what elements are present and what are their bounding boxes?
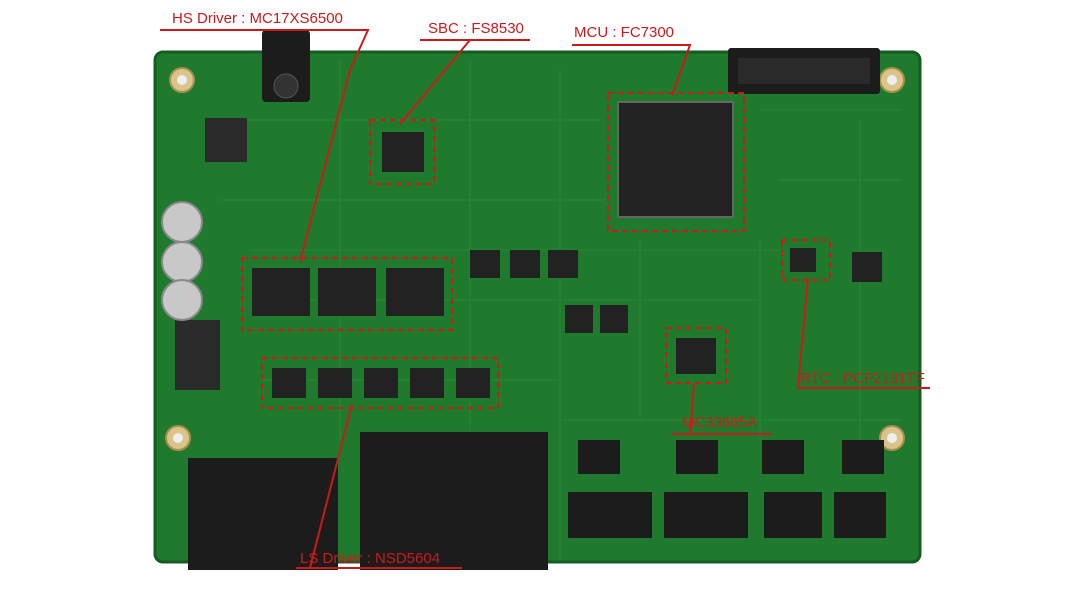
- rtc-chip: [790, 248, 816, 272]
- bottom-small-connectors: [568, 492, 886, 538]
- misc-ics: [470, 250, 628, 333]
- mcu-label: MCU : FC7300: [574, 24, 675, 41]
- sbc-chip: [382, 132, 424, 172]
- hs-driver-highlight: [241, 257, 453, 331]
- sbc-highlight: [369, 119, 435, 185]
- top-pin-header: [728, 48, 880, 94]
- highlight-boxes: [241, 92, 831, 409]
- rtc-leader: [796, 277, 930, 389]
- voltage-regulator-bottom: [175, 320, 220, 390]
- dc-power-jack: [262, 30, 310, 102]
- sbc-label: SBC : FS8530: [428, 20, 524, 37]
- hs-driver-chips: [252, 268, 444, 316]
- rtc-label: RTC : PCF2131TF: [800, 370, 925, 387]
- push-button: [852, 252, 882, 282]
- sbc-leader: [399, 39, 530, 125]
- ls-driver-leader: [296, 403, 462, 569]
- ls-driver-highlight: [261, 357, 499, 409]
- electrolytic-capacitors: [161, 201, 203, 321]
- callout-leaders: [160, 29, 930, 569]
- ls-driver-label: LS Driver : NSD5604: [300, 550, 441, 567]
- hs-driver-leader: [160, 29, 370, 263]
- pulse-transformers: [578, 440, 884, 474]
- mc33665a-label: MC33665A: [682, 414, 758, 431]
- mounting-holes: [165, 67, 905, 451]
- rtc-highlight: [781, 239, 831, 281]
- mcu-highlight: [607, 92, 745, 232]
- mcu-leader: [572, 44, 692, 97]
- bottom-wire-connectors: [188, 432, 548, 570]
- voltage-regulator-top: [205, 118, 247, 162]
- mcu-chip: [617, 101, 734, 218]
- mc33665a-chip: [676, 338, 716, 374]
- ls-driver-chips: [272, 368, 490, 398]
- mc33665a-highlight: [665, 327, 727, 384]
- mc33665a-leader: [672, 383, 772, 435]
- hs-driver-label: HS Driver : MC17XS6500: [172, 10, 343, 27]
